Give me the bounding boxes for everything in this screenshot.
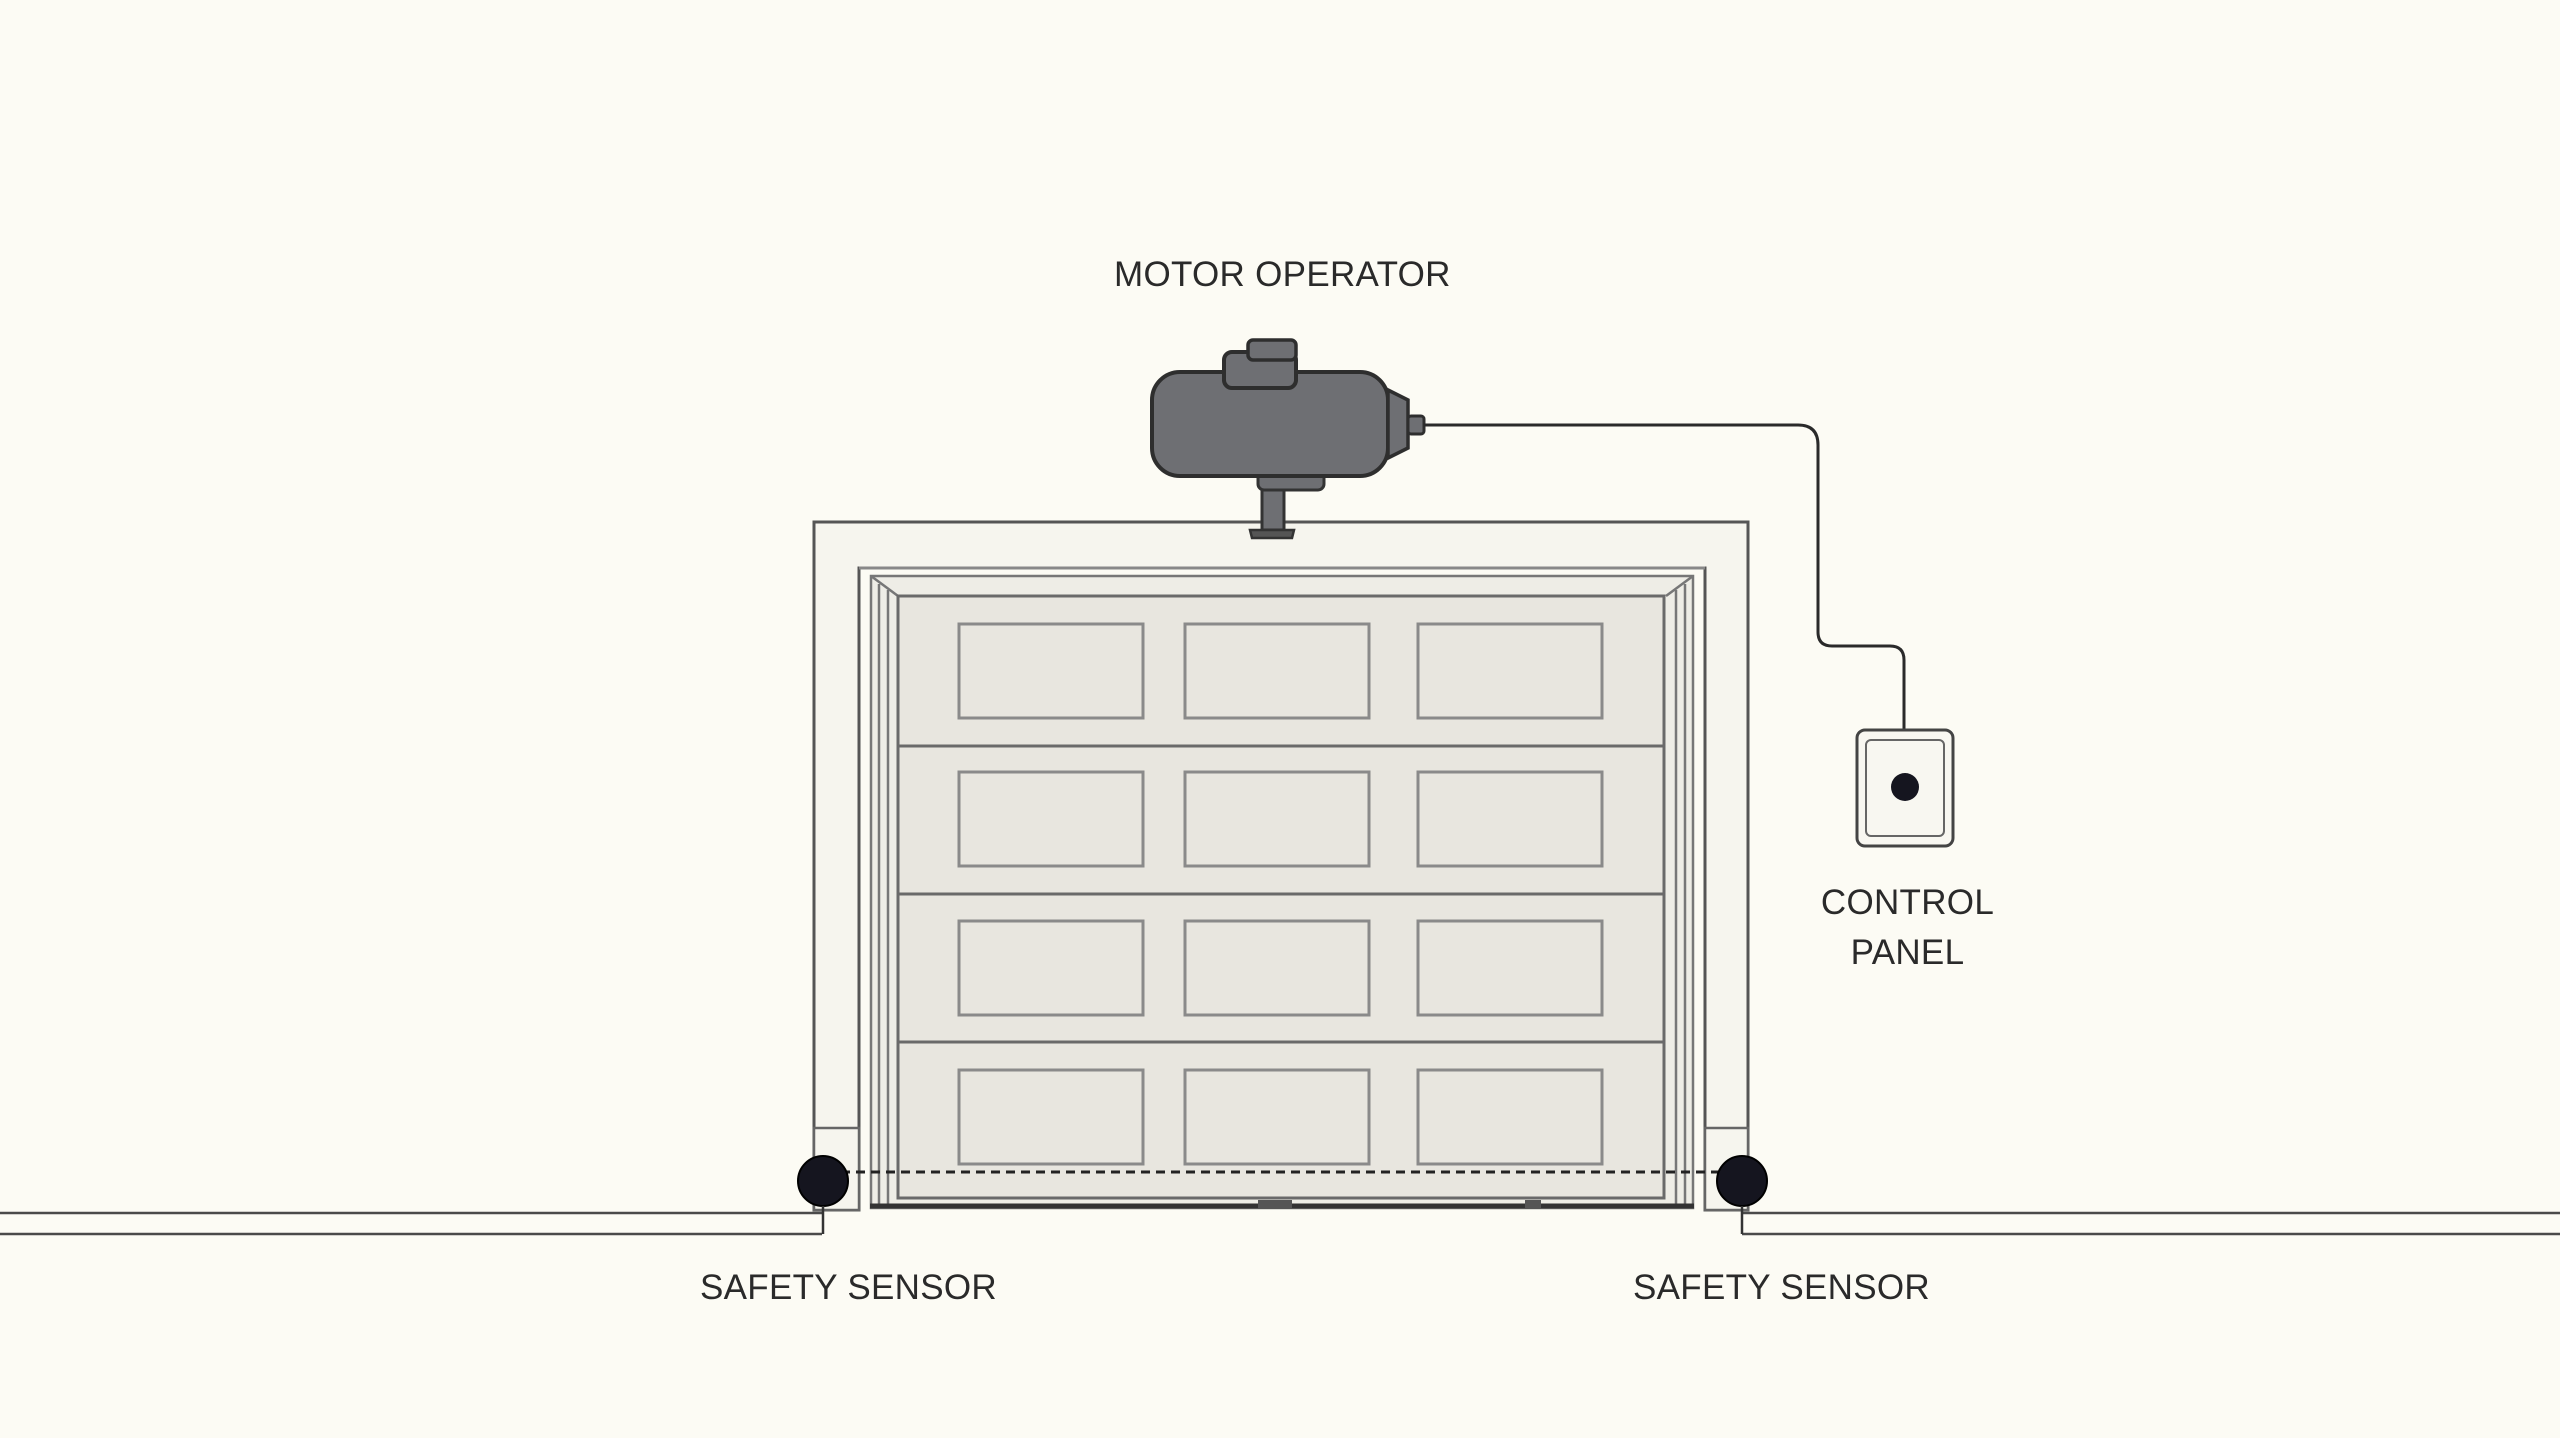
door-panel: [1183, 770, 1371, 868]
motor-operator-label: MOTOR OPERATOR: [1114, 255, 1451, 294]
door-panels: [957, 622, 1604, 1166]
safety-sensor-left-label: SAFETY SENSOR: [700, 1268, 997, 1307]
safety-sensor-right: [1716, 1155, 1768, 1207]
door-panel: [1183, 622, 1371, 720]
safety-sensor-left: [797, 1155, 849, 1207]
door-panel: [957, 919, 1145, 1017]
door-panel: [957, 1068, 1145, 1166]
control-panel-label: CONTROL PANEL: [1800, 878, 2015, 978]
door-panel: [957, 770, 1145, 868]
door-panel: [1416, 1068, 1604, 1166]
door-panel: [1183, 919, 1371, 1017]
door-panel: [957, 622, 1145, 720]
safety-sensor-right-label: SAFETY SENSOR: [1633, 1268, 1930, 1307]
door-panel: [1416, 770, 1604, 868]
door-panel: [1416, 919, 1604, 1017]
control-panel: [1855, 728, 1955, 848]
garage-door-slab: [896, 594, 1666, 1200]
door-panel: [1183, 1068, 1371, 1166]
floor-lines: [0, 1211, 2560, 1236]
control-panel-label-line2: PANEL: [1850, 933, 1965, 972]
control-wire: [1424, 423, 1906, 730]
control-panel-button: [1891, 773, 1919, 801]
door-panel: [1416, 622, 1604, 720]
control-panel-label-line1: CONTROL: [1820, 883, 1995, 922]
motor-operator: [1150, 338, 1426, 540]
door-section-dividers: [898, 744, 1664, 1044]
